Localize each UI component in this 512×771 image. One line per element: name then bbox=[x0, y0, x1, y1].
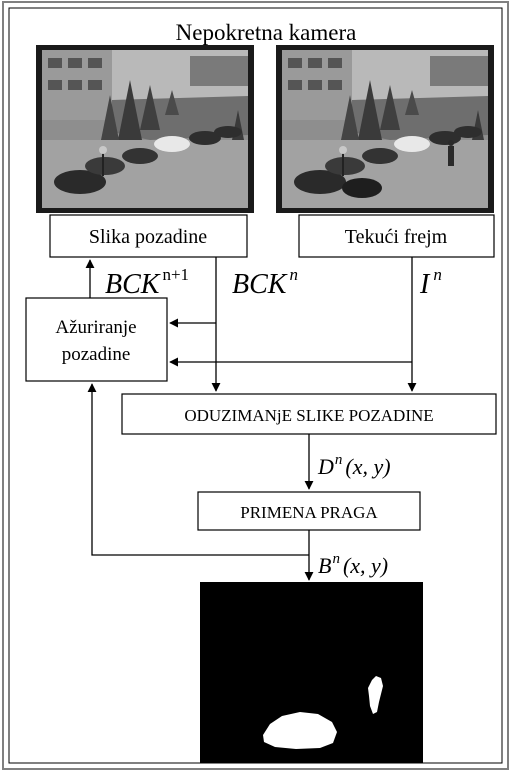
background-image-label: Slika pozadine bbox=[89, 226, 207, 248]
binary-mask-image bbox=[200, 582, 423, 763]
current-frame-label: Tekući frejm bbox=[345, 226, 448, 248]
background-update-label-line1: Ažuriranje bbox=[55, 317, 136, 338]
current-frame-box bbox=[298, 214, 495, 258]
background-photo bbox=[36, 45, 254, 213]
background-update-label-line2: pozadine bbox=[62, 344, 131, 365]
current-frame-photo bbox=[276, 45, 494, 213]
subtraction-label: ODUZIMANjE SLIKE POZADINE bbox=[184, 406, 433, 425]
connectors bbox=[85, 257, 417, 581]
subtraction-box bbox=[121, 393, 497, 435]
diagram-title: Nepokretna kamera bbox=[176, 20, 357, 45]
threshold-label: PRIMENA PRAGA bbox=[240, 503, 378, 522]
mask-blob-car bbox=[263, 712, 337, 749]
label-binary-mask: Bn(x, y) bbox=[318, 551, 388, 578]
background-update-box bbox=[25, 297, 168, 382]
background-image-box bbox=[49, 214, 248, 258]
label-difference: Dn(x, y) bbox=[317, 452, 391, 479]
mask-blob-person bbox=[368, 676, 383, 714]
arrow-mask-feedback bbox=[87, 383, 309, 556]
threshold-box bbox=[197, 491, 421, 531]
